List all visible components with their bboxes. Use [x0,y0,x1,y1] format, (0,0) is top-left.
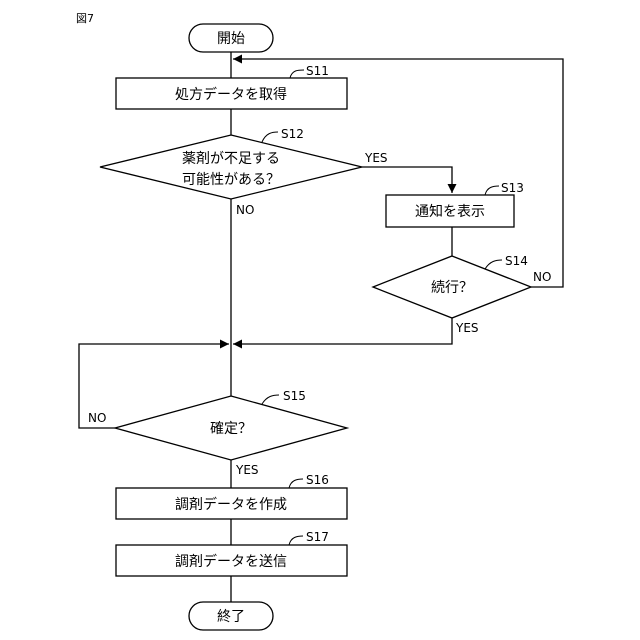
s11-step-number: S11 [306,64,329,78]
s12-label-line2: 可能性がある？ [182,172,280,188]
s16-label: 調剤データを作成 [175,496,287,513]
s12-decision-diamond [100,135,362,199]
s15-no-label: NO [88,411,106,425]
s15-label: 確定？ [210,421,252,437]
s15-yes-label: YES [235,463,259,477]
end-label: 終了 [217,609,245,625]
s12-no-label: NO [236,203,254,217]
s17-label: 調剤データを送信 [175,553,287,570]
s12-label-line1: 薬剤が不足する [182,151,280,167]
start-label: 開始 [217,31,245,47]
s17-leader [289,536,303,545]
s15-step-number: S15 [283,389,306,403]
s14-step-number: S14 [505,254,528,268]
s16-step-number: S16 [306,473,329,487]
s14-yes-label: YES [455,321,479,335]
connector-s14-yes-merge [233,318,452,344]
figure-label: 図7 [76,12,94,25]
s16-leader [289,479,303,488]
s13-label: 通知を表示 [415,203,485,220]
s14-label: 続行？ [431,279,473,296]
s14-leader [485,260,502,269]
s11-label: 処方データを取得 [175,86,287,103]
s12-leader [262,132,278,142]
s13-step-number: S13 [501,181,524,195]
connector-s12-yes-s13 [362,167,452,193]
s13-leader [485,186,499,195]
s17-step-number: S17 [306,530,329,544]
s15-leader [262,395,279,404]
s12-yes-label: YES [364,151,388,165]
s12-step-number: S12 [281,127,304,141]
s14-no-label: NO [533,270,551,284]
s11-leader [290,70,304,78]
